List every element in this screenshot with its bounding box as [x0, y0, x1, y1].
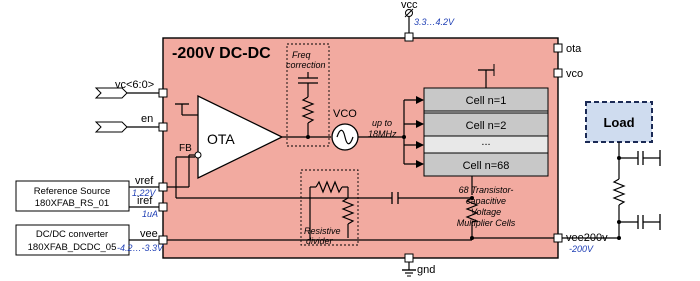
cell-2	[423, 112, 549, 137]
cells-caption-1: 68 Transistor-	[459, 185, 514, 195]
cell-2-label: Cell n=2	[466, 120, 507, 132]
vc-label: vc<6:0>	[115, 79, 154, 91]
iref-value: 1uA	[142, 209, 158, 219]
freq-correction-box	[286, 43, 330, 147]
divider-resistor-top	[315, 180, 343, 194]
iref-pin[interactable]	[158, 202, 168, 212]
vee200v-value: -200V	[569, 244, 594, 254]
cell-1-label: Cell n=1	[466, 95, 507, 107]
ota-pin[interactable]	[553, 43, 563, 53]
dcdc-converter-box	[15, 224, 130, 256]
load-resistor	[612, 178, 626, 206]
sine-wave-icon	[336, 129, 354, 145]
resistive-divider-box	[300, 169, 359, 246]
cell-68	[423, 152, 549, 177]
vcc-range: 3.3…4.2V	[414, 17, 455, 27]
vref-pin[interactable]	[158, 182, 168, 192]
freq-correction-label-1: Freq	[292, 50, 311, 60]
vref-label: vref	[135, 175, 154, 187]
vee200v-pin[interactable]	[553, 233, 563, 243]
gnd-label: gnd	[417, 264, 435, 276]
vcc-label: vcc	[401, 0, 418, 11]
vco-label: VCO	[333, 108, 357, 120]
freq-correction-label-2: correction	[286, 60, 326, 70]
cell-68-label: Cell n=68	[463, 160, 510, 172]
vee-label: vee	[140, 228, 158, 240]
vref-value: 1.22V	[132, 188, 157, 198]
en-input-icon	[94, 121, 128, 133]
vee-value: -4.2…-3.3V	[117, 243, 164, 253]
freq-limit-line-2: 18MHz	[368, 129, 397, 139]
gnd-pin[interactable]	[404, 253, 414, 263]
ota-amplifier	[197, 94, 284, 180]
reference-source-title: Reference Source	[34, 186, 111, 197]
fb-label: FB	[179, 143, 192, 154]
vc-bus-input-icon	[94, 87, 128, 99]
freq-limit-line-1: up to	[372, 118, 392, 128]
load-label: Load	[603, 115, 634, 130]
fb-input-icon	[194, 151, 202, 159]
dcdc-converter-title: DC/DC converter	[36, 229, 108, 240]
reference-source-id: 180XFAB_RS_01	[35, 198, 109, 209]
cells-caption-4: Multiplier Cells	[457, 218, 516, 228]
en-label: en	[141, 113, 153, 125]
cell-ellipsis: ...	[481, 136, 490, 148]
divider-resistor-bottom	[341, 197, 355, 225]
vcc-pin[interactable]	[404, 32, 414, 42]
cells-caption-3: Voltage	[471, 207, 501, 217]
vc-pin[interactable]	[158, 88, 168, 98]
cells-output-resistor	[465, 197, 480, 223]
load-box	[585, 101, 653, 143]
iref-label: iref	[137, 195, 153, 207]
reference-source-box	[15, 180, 130, 212]
dcdc-converter-id: 180XFAB_DCDC_05	[28, 242, 117, 253]
vco-pin-label: vco	[566, 68, 583, 80]
en-pin[interactable]	[158, 122, 168, 132]
freq-correction-resistor	[301, 96, 315, 124]
cells-caption-2: capacitive	[466, 196, 506, 206]
resistive-divider-label-1: Resistive	[304, 226, 341, 236]
block-title: -200V DC-DC	[172, 45, 271, 62]
resistive-divider-label-2: divider	[306, 236, 334, 246]
ota-label: OTA	[207, 131, 235, 147]
vco-pin[interactable]	[553, 68, 563, 78]
ota-pin-label: ota	[566, 43, 582, 55]
